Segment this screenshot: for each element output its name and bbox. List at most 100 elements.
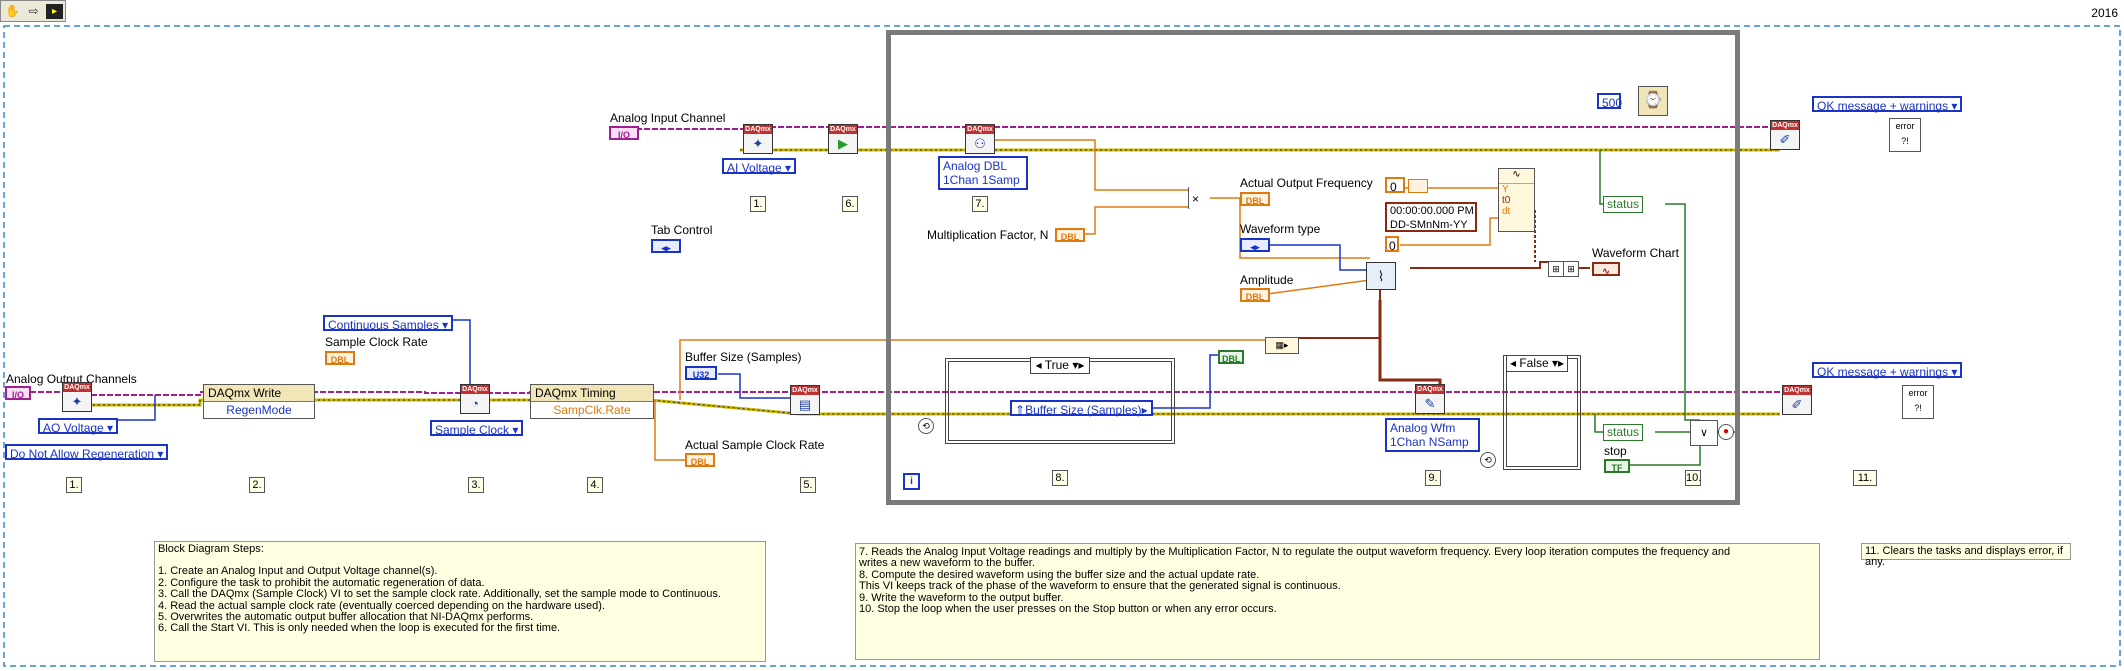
diagram-toolbar: ✋ ⇨ ▸ <box>0 0 66 22</box>
timestamp-constant[interactable]: 00:00:00.000 PM DD-SMnNm-YY <box>1385 202 1477 232</box>
one-chan-one-samp-text: 1Chan 1Samp <box>943 173 1020 187</box>
step-label: 4. <box>587 477 603 493</box>
note-line: 6. Call the Start VI. This is only neede… <box>158 622 561 635</box>
analog-output-channels-label: Analog Output Channels <box>6 372 137 386</box>
ai-voltage-selector[interactable]: AI Voltage <box>722 158 797 175</box>
loop-counter-icon: ⟲ <box>918 418 934 434</box>
note-line: 9. Write the waveform to the output buff… <box>859 591 1064 604</box>
case-structure-false[interactable] <box>1503 355 1581 470</box>
buffer-size-local-variable[interactable]: ⇑Buffer Size (Samples)▸ <box>1010 400 1153 417</box>
daqmx-create-channel-ao[interactable]: DAQmx✦ <box>62 382 92 412</box>
actual-output-frequency-indicator: DBL <box>1240 192 1270 206</box>
wait-ms-constant[interactable]: 500 <box>1597 93 1622 110</box>
waveform-type-label: Waveform type <box>1240 222 1321 236</box>
ok-message-selector-1[interactable]: OK message + warnings <box>1812 96 1963 113</box>
basic-function-generator-vi[interactable]: ⌇ <box>1366 262 1396 290</box>
read-polymorphic-selector[interactable]: Analog DBL 1Chan 1Samp <box>938 156 1028 190</box>
sample-clock-rate-label: Sample Clock Rate <box>325 335 428 349</box>
play-icon: ▶ <box>838 136 848 151</box>
t0-zero-constant[interactable]: 0 <box>1385 177 1405 194</box>
daqmx-clear-task-ai[interactable]: DAQmx✐ <box>1770 120 1800 150</box>
timestamp-line-2: DD-SMnNm-YY <box>1390 219 1468 231</box>
numeric-constant-box <box>1408 179 1428 193</box>
loop-condition-icon[interactable]: ● <box>1718 424 1734 440</box>
arrow-right-icon[interactable]: ⇨ <box>28 4 39 18</box>
daqmx-buffer-property[interactable]: DAQmx▤ <box>790 385 820 415</box>
error-handler-text: error <box>1895 121 1915 131</box>
ai-channel-control[interactable]: I/O <box>609 126 639 140</box>
block-diagram-steps-note: Block Diagram Steps: 1. Create an Analog… <box>154 541 766 662</box>
case-true-label: True <box>1044 358 1069 372</box>
step-label: 9. <box>1425 470 1441 486</box>
step-label: 11. <box>1853 470 1877 486</box>
daqmx-clear-task-ao[interactable]: DAQmx✐ <box>1782 385 1812 415</box>
daqmx-write-title: DAQmx Write <box>204 385 314 402</box>
analog-input-channel-label: Analog Input Channel <box>610 111 726 125</box>
waveform-icon: ∿ <box>1499 169 1534 184</box>
daqmx-write-property-node[interactable]: DAQmx Write RegenMode <box>203 384 315 419</box>
amplitude-control[interactable]: DBL <box>1240 288 1270 302</box>
daqmx-start-task[interactable]: DAQmx▶ <box>828 124 858 154</box>
status-unbundle-2[interactable]: status <box>1603 424 1644 441</box>
actual-sample-clock-rate-indicator: DBL <box>685 453 715 467</box>
note-line: 4. Read the actual sample clock rate (ev… <box>158 599 605 612</box>
hand-icon[interactable]: ✋ <box>5 4 20 18</box>
daqmx-timing-vi[interactable]: DAQmx◔ <box>460 384 490 414</box>
build-array-node[interactable]: ⊞ <box>1548 261 1564 277</box>
note-line: This VI keeps track of the phase of the … <box>859 580 1341 593</box>
buffer-icon: ▤ <box>798 397 812 412</box>
note-line: 2. Configure the task to prohibit the au… <box>158 576 485 589</box>
daqmx-write-ao[interactable]: DAQmx✎ <box>1415 384 1445 414</box>
multiplication-factor-control[interactable]: DBL <box>1055 228 1085 242</box>
note-line: Block Diagram Steps: <box>158 543 264 555</box>
ao-voltage-selector[interactable]: AO Voltage <box>38 418 119 435</box>
clear-tasks-note: 11. Clears the tasks and displays error,… <box>1861 543 2071 568</box>
daqmx-timing-title: DAQmx Timing <box>531 385 653 402</box>
case-selector-false[interactable]: ◂ False ▾▸ <box>1506 355 1568 372</box>
regen-mode-property: RegenMode <box>204 402 314 418</box>
vi-run-icon[interactable]: ▸ <box>46 4 63 19</box>
sample-clock-selector[interactable]: Sample Clock <box>430 420 524 437</box>
write-polymorphic-selector[interactable]: Analog Wfm 1Chan NSamp <box>1385 418 1480 452</box>
ok-message-selector-2[interactable]: OK message + warnings <box>1812 362 1963 379</box>
build-waveform-node[interactable]: ∿ Y t0 dt <box>1498 168 1535 232</box>
ao-channel-control[interactable]: I/O <box>5 386 31 400</box>
daqmx-timing-property-node[interactable]: DAQmx Timing SampClk.Rate <box>530 384 654 419</box>
status-unbundle-1[interactable]: status <box>1603 196 1644 213</box>
wait-ms-icon[interactable]: ⌚ <box>1638 86 1668 116</box>
or-compound-node[interactable]: ∨ <box>1690 420 1718 446</box>
actual-output-frequency-label: Actual Output Frequency <box>1240 176 1373 190</box>
tab-control-terminal[interactable]: ◂▸ <box>651 239 681 253</box>
while-loop[interactable] <box>886 30 1740 505</box>
dbl-convert-node[interactable]: DBL <box>1218 350 1244 364</box>
dt-terminal: dt <box>1502 206 1511 217</box>
buffer-size-control[interactable]: U32 <box>685 366 717 380</box>
simple-error-handler-2[interactable]: error?! <box>1902 385 1934 419</box>
regen-mode-constant[interactable]: Do Not Allow Regeneration <box>5 444 169 461</box>
step-label: 10. <box>1685 470 1702 486</box>
simple-error-handler-1[interactable]: error?! <box>1889 118 1921 152</box>
channel-icon: ✦ <box>752 136 764 151</box>
step-label: 8. <box>1052 470 1068 486</box>
note-line: 7. Reads the Analog Input Voltage readin… <box>859 546 1731 558</box>
step-label: 1. <box>66 477 82 493</box>
sample-clock-rate-control[interactable]: DBL <box>325 351 355 365</box>
daqmx-create-channel-ai[interactable]: DAQmx✦ <box>743 124 773 154</box>
step-label: 1. <box>750 196 766 212</box>
note-line: 10. Stop the loop when the user presses … <box>859 603 1277 616</box>
step-label: 5. <box>800 477 816 493</box>
case-selector-true[interactable]: ◂ True ▾▸ <box>1030 357 1090 374</box>
step-label: 7. <box>972 196 988 212</box>
array-index-node[interactable]: ▦▸ <box>1265 337 1299 354</box>
y-terminal: Y <box>1502 184 1509 195</box>
version-label: 2016 <box>2091 6 2118 20</box>
stop-button-terminal[interactable]: TF <box>1604 459 1630 473</box>
bundle-node[interactable]: ⊞ <box>1563 261 1579 277</box>
continuous-samples-constant[interactable]: Continuous Samples <box>323 315 454 332</box>
multiplication-factor-label: Multiplication Factor, N <box>927 228 1049 242</box>
dt-zero-constant[interactable]: 0 <box>1385 236 1399 253</box>
waveform-type-control[interactable]: ◂▸ <box>1240 238 1270 252</box>
note-line: 11. Clears the tasks and displays error,… <box>1865 545 2063 569</box>
stop-label: stop <box>1604 444 1627 458</box>
daqmx-read-ai[interactable]: DAQmx⚇ <box>965 124 995 154</box>
